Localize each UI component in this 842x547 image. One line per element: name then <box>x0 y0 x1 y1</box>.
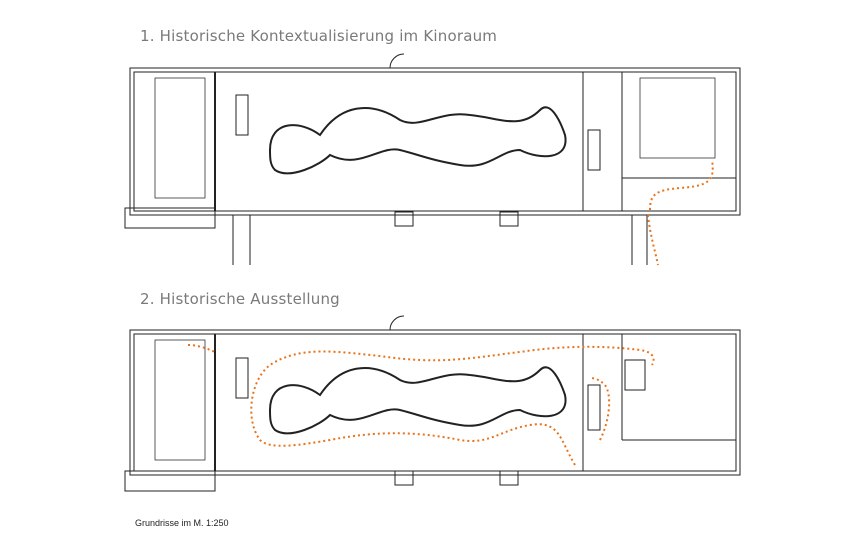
plan-2-title: 2. Historische Ausstellung <box>140 290 340 308</box>
staircase-icon <box>235 357 601 431</box>
scale-caption: Grundrisse im M. 1:250 <box>135 518 229 528</box>
floor-plan-2 <box>124 315 741 492</box>
staircase-icon <box>235 94 601 171</box>
plan-1-title: 1. Historische Kontextualisierung im Kin… <box>140 27 498 45</box>
floor-plan-1 <box>124 53 741 266</box>
seating-grid <box>154 339 206 461</box>
seating-grid <box>154 77 716 199</box>
